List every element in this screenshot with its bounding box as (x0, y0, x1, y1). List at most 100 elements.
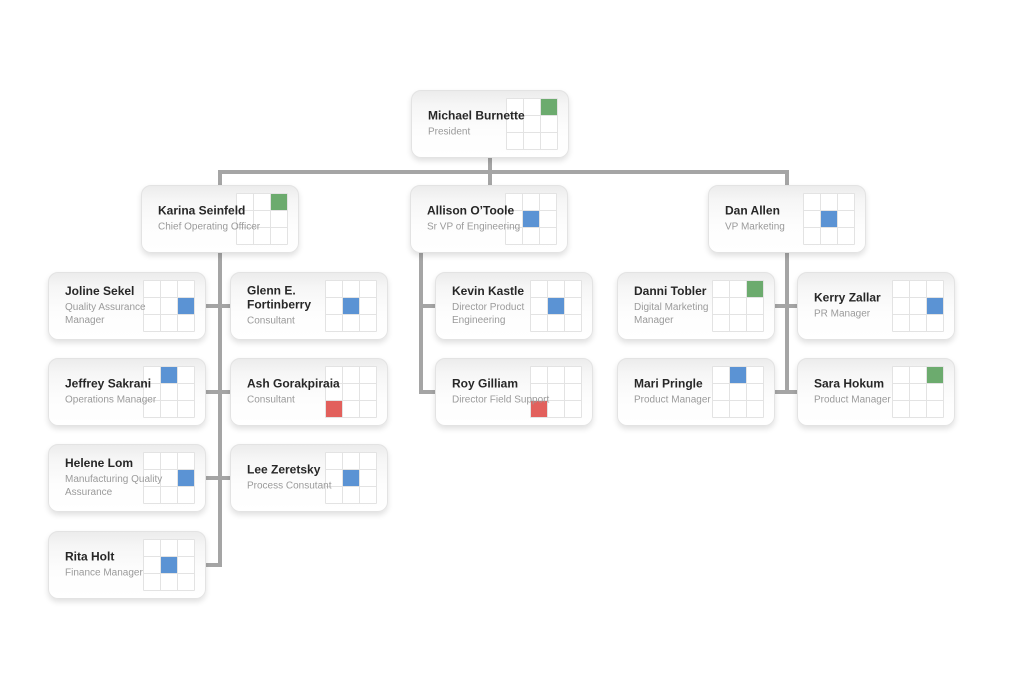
person-info: Jeffrey Sakrani Operations Manager (65, 377, 169, 407)
grid-cell (178, 540, 194, 556)
person-name: Kerry Zallar (814, 290, 881, 305)
org-card-lee-zeretsky[interactable]: Lee Zeretsky Process Consutant (230, 444, 388, 512)
grid-cell (343, 487, 359, 503)
grid-cell (360, 470, 376, 486)
org-card-dan-allen[interactable]: Dan Allen VP Marketing (708, 185, 866, 253)
grid-cell (804, 194, 820, 210)
connector-dan-trunk (785, 253, 789, 394)
grid-cell (326, 315, 342, 331)
person-title: Process Consutant (247, 480, 332, 492)
org-card-kerry-zallar[interactable]: Kerry Zallar PR Manager (797, 272, 955, 340)
grid-cell (548, 281, 564, 297)
person-name: Rita Holt (65, 549, 115, 564)
org-card-danni-tobler[interactable]: Danni Tobler Digital Marketing Manager (617, 272, 775, 340)
grid-cell (326, 453, 342, 469)
grid-cell (161, 401, 177, 417)
person-title: Consultant (247, 394, 295, 406)
grid-cell (893, 384, 909, 400)
org-card-roy-gilliam[interactable]: Roy Gilliam Director Field Support (435, 358, 593, 426)
org-card-mari-pringle[interactable]: Mari Pringle Product Manager (617, 358, 775, 426)
grid-cell (531, 315, 547, 331)
org-card-ash-gorakpiraia[interactable]: Ash Gorakpiraia Consultant (230, 358, 388, 426)
person-info: Kerry Zallar PR Manager (814, 290, 918, 321)
person-name: Ash Gorakpiraia (247, 376, 340, 391)
grid-cell (254, 194, 270, 210)
grid-cell (343, 367, 359, 383)
grid-cell (144, 453, 160, 469)
grid-cell (838, 211, 854, 227)
person-info: Rita Holt Finance Manager (65, 549, 169, 580)
grid-cell (524, 133, 540, 149)
status-grid (325, 280, 377, 332)
status-marker-cell (821, 211, 837, 227)
status-grid (530, 366, 582, 418)
person-info: Lee Zeretsky Process Consutant (247, 463, 351, 493)
connector-karina-trunk (218, 253, 222, 567)
person-info: Karina Seinfeld Chief Operating Officer (158, 204, 262, 234)
grid-cell (565, 384, 581, 400)
grid-cell (713, 315, 729, 331)
grid-cell (343, 453, 359, 469)
grid-cell (144, 367, 160, 383)
grid-cell (540, 194, 556, 210)
org-card-rita-holt[interactable]: Rita Holt Finance Manager (48, 531, 206, 599)
org-card-allison-otoole[interactable]: Allison O’Toole Sr VP of Engineering (410, 185, 568, 253)
grid-cell (507, 133, 523, 149)
grid-cell (927, 384, 943, 400)
org-card-helene-lom[interactable]: Helene Lom Manufacturing Quality Assuran… (48, 444, 206, 512)
connector-dan-row1-stub (773, 304, 801, 308)
person-info: Dan Allen VP Marketing (725, 204, 829, 234)
grid-cell (161, 315, 177, 331)
grid-cell (565, 367, 581, 383)
person-title: Finance Manager (65, 567, 143, 579)
grid-cell (548, 401, 564, 417)
person-info: Helene Lom Manufacturing Quality Assuran… (65, 456, 169, 499)
grid-cell (360, 384, 376, 400)
person-title: Chief Operating Officer (158, 221, 261, 233)
grid-cell (565, 401, 581, 417)
status-marker-cell (161, 367, 177, 383)
status-marker-cell (178, 470, 194, 486)
grid-cell (531, 281, 547, 297)
grid-cell (910, 384, 926, 400)
grid-cell (360, 401, 376, 417)
org-card-jeffrey-sakrani[interactable]: Jeffrey Sakrani Operations Manager (48, 358, 206, 426)
grid-cell (144, 557, 160, 573)
status-grid (506, 98, 558, 150)
grid-cell (540, 228, 556, 244)
person-name: Allison O’Toole (427, 203, 515, 218)
grid-cell (161, 574, 177, 590)
grid-cell (144, 298, 160, 314)
connector-karina-row4-stub (206, 563, 222, 567)
person-name: Roy Gilliam (452, 376, 519, 391)
grid-cell (524, 116, 540, 132)
org-card-kevin-kastle[interactable]: Kevin Kastle Director Product Engineerin… (435, 272, 593, 340)
org-card-joline-sekel[interactable]: Joline Sekel Quality Assurance Manager (48, 272, 206, 340)
grid-cell (506, 228, 522, 244)
grid-cell (821, 228, 837, 244)
grid-cell (524, 99, 540, 115)
grid-cell (910, 298, 926, 314)
grid-cell (531, 367, 547, 383)
grid-cell (237, 194, 253, 210)
person-info: Kevin Kastle Director Product Engineerin… (452, 284, 556, 327)
org-card-sara-hokum[interactable]: Sara Hokum Product Manager (797, 358, 955, 426)
status-grid (236, 193, 288, 245)
grid-cell (254, 228, 270, 244)
status-grid (325, 366, 377, 418)
org-card-karina-seinfeld[interactable]: Karina Seinfeld Chief Operating Officer (141, 185, 299, 253)
org-card-glenn-fortinberry[interactable]: Glenn E. Fortinberry Consultant (230, 272, 388, 340)
grid-cell (713, 401, 729, 417)
connector-dan-row2-stub (773, 390, 801, 394)
grid-cell (144, 487, 160, 503)
grid-cell (360, 487, 376, 503)
status-marker-cell (161, 557, 177, 573)
person-title: President (428, 126, 471, 138)
grid-cell (910, 367, 926, 383)
person-info: Joline Sekel Quality Assurance Manager (65, 284, 169, 327)
status-grid (143, 366, 195, 418)
org-card-michael-burnette[interactable]: Michael Burnette President (411, 90, 569, 158)
grid-cell (893, 281, 909, 297)
person-title: Director Field Support (452, 394, 550, 406)
